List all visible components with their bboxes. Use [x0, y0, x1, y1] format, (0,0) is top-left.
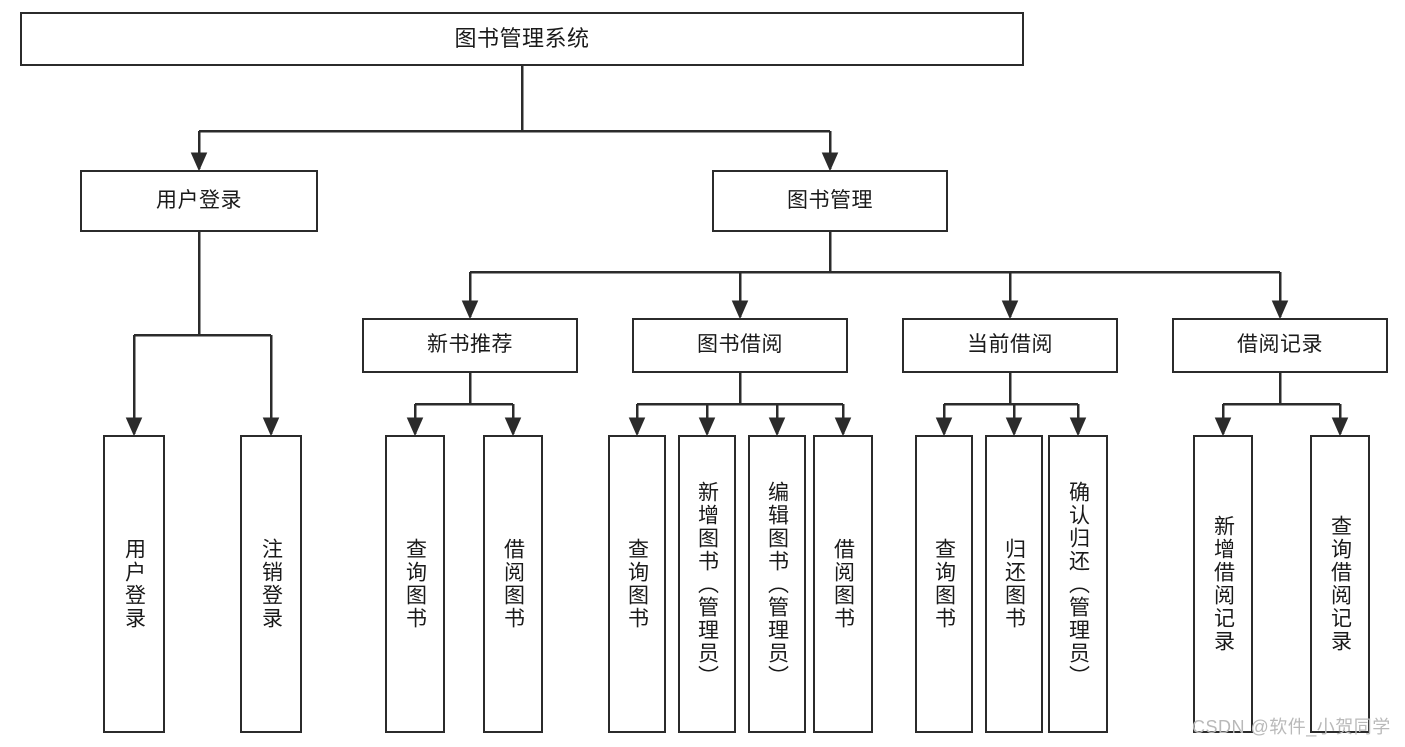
node-leaf_query_book_1[interactable]: 查询图书 [385, 435, 445, 733]
node-leaf_borrow_book_2[interactable]: 借阅图书 [813, 435, 873, 733]
node-leaf_user_login[interactable]: 用户登录 [103, 435, 165, 733]
arrow-head-new_book_rec [461, 300, 479, 320]
node-leaf_add_record[interactable]: 新增借阅记录 [1193, 435, 1253, 733]
node-leaf_query_record[interactable]: 查询借阅记录 [1310, 435, 1370, 733]
node-leaf_user_logout[interactable]: 注销登录 [240, 435, 302, 733]
node-leaf_query_book_3[interactable]: 查询图书 [915, 435, 973, 733]
arrow-head-leaf_query_book_1 [406, 417, 424, 437]
arrow-head-leaf_query_book_2 [628, 417, 646, 437]
arrow-head-leaf_return_book [1005, 417, 1023, 437]
arrow-head-borrow_record [1271, 300, 1289, 320]
node-label-leaf_user_logout: 注销登录 [259, 538, 283, 630]
node-label-leaf_query_book_3: 查询图书 [932, 538, 956, 630]
node-label-leaf_add_book: 新增图书（管理员） [695, 480, 719, 688]
arrow-head-leaf_query_book_3 [935, 417, 953, 437]
node-label-current_borrow: 当前借阅 [967, 333, 1053, 357]
node-label-book_mgmt: 图书管理 [787, 188, 873, 212]
arrow-head-current_borrow [1001, 300, 1019, 320]
node-leaf_edit_book[interactable]: 编辑图书（管理员） [748, 435, 806, 733]
node-current_borrow[interactable]: 当前借阅 [902, 318, 1118, 373]
node-label-leaf_query_book_1: 查询图书 [403, 538, 427, 630]
node-label-leaf_confirm_return: 确认归还（管理员） [1066, 480, 1090, 688]
arrow-head-book_borrow [731, 300, 749, 320]
arrow-head-leaf_add_book [698, 417, 716, 437]
node-label-borrow_record: 借阅记录 [1237, 333, 1323, 357]
arrow-head-leaf_edit_book [768, 417, 786, 437]
arrow-head-leaf_user_login [125, 417, 143, 437]
node-label-leaf_borrow_book_1: 借阅图书 [501, 538, 525, 630]
node-label-leaf_add_record: 新增借阅记录 [1211, 515, 1235, 653]
node-label-book_borrow: 图书借阅 [697, 333, 783, 357]
node-label-leaf_query_record: 查询借阅记录 [1328, 515, 1352, 653]
node-label-leaf_borrow_book_2: 借阅图书 [831, 538, 855, 630]
node-borrow_record[interactable]: 借阅记录 [1172, 318, 1388, 373]
arrow-head-book_mgmt [821, 152, 839, 172]
node-leaf_add_book[interactable]: 新增图书（管理员） [678, 435, 736, 733]
arrow-head-user_login [190, 152, 208, 172]
node-label-root: 图书管理系统 [454, 26, 590, 52]
node-label-leaf_user_login: 用户登录 [122, 538, 146, 630]
node-label-leaf_return_book: 归还图书 [1002, 538, 1026, 630]
arrow-head-leaf_add_record [1214, 417, 1232, 437]
node-label-leaf_query_book_2: 查询图书 [625, 538, 649, 630]
node-leaf_borrow_book_1[interactable]: 借阅图书 [483, 435, 543, 733]
node-new_book_rec[interactable]: 新书推荐 [362, 318, 578, 373]
watermark-text: CSDN @软件_小贺同学 [1192, 717, 1391, 737]
arrow-head-leaf_borrow_book_2 [834, 417, 852, 437]
arrow-head-leaf_confirm_return [1069, 417, 1087, 437]
node-leaf_confirm_return[interactable]: 确认归还（管理员） [1048, 435, 1108, 733]
node-root[interactable]: 图书管理系统 [20, 12, 1024, 66]
arrow-head-leaf_borrow_book_1 [504, 417, 522, 437]
node-user_login[interactable]: 用户登录 [80, 170, 318, 232]
node-label-new_book_rec: 新书推荐 [427, 333, 513, 357]
arrow-head-leaf_query_record [1331, 417, 1349, 437]
node-label-user_login: 用户登录 [156, 188, 242, 212]
node-leaf_query_book_2[interactable]: 查询图书 [608, 435, 666, 733]
node-label-leaf_edit_book: 编辑图书（管理员） [765, 480, 789, 688]
node-book_mgmt[interactable]: 图书管理 [712, 170, 948, 232]
node-book_borrow[interactable]: 图书借阅 [632, 318, 848, 373]
arrow-head-leaf_user_logout [262, 417, 280, 437]
node-leaf_return_book[interactable]: 归还图书 [985, 435, 1043, 733]
